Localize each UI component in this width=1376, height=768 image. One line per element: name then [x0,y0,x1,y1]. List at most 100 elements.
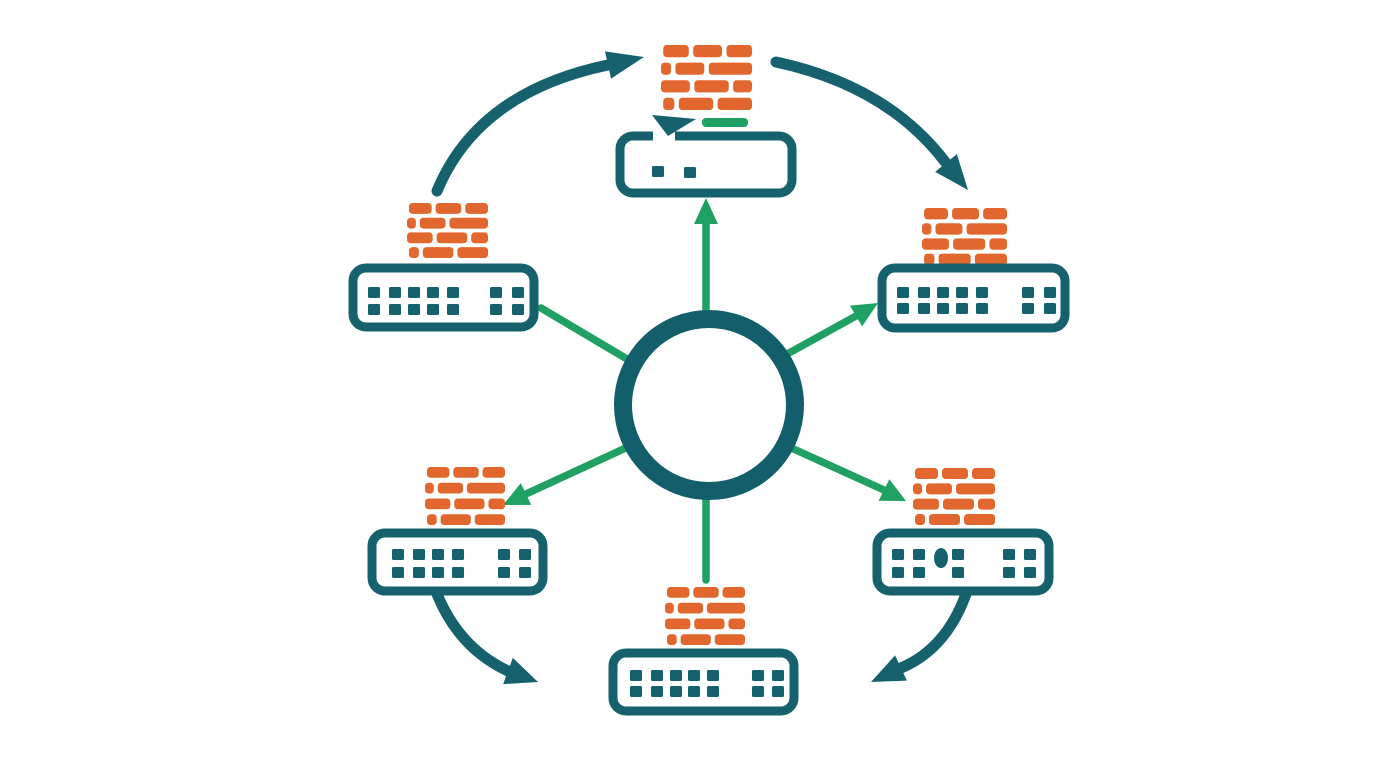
node-lower-right-firewall-router [872,468,1054,596]
port-dot [452,549,464,560]
brick [728,618,745,630]
flow-arrowhead-icon [935,154,968,190]
port-dot [1044,303,1056,314]
brick [964,514,995,525]
brick [924,208,948,220]
router-device [877,263,1070,333]
port-dot [772,686,784,697]
port-dot [952,549,964,560]
brick [408,247,419,258]
port-dot [688,686,700,697]
port-dot [392,567,404,578]
port-dot [389,304,401,315]
port-dot [512,304,524,315]
port-dot [498,567,510,578]
brick [482,467,505,478]
brick [426,467,450,478]
port-dot [752,686,764,697]
brick [661,62,671,75]
brick [915,468,938,479]
brick [693,587,719,598]
port-dot [688,670,700,681]
port-dot [452,567,464,578]
brick [440,514,471,525]
brick [922,238,949,250]
spoke-arrowhead-icon [878,479,906,501]
port-dot [389,287,401,298]
brick [426,514,437,525]
brick [666,587,690,598]
port-dot [892,549,904,560]
flow-arrowhead-icon [871,655,907,682]
router-device [348,263,539,332]
spoke-center-to-top [694,198,718,313]
brick [678,97,714,110]
port-dot [913,549,925,560]
brick [663,97,675,110]
brick [663,45,689,58]
brick [714,634,745,645]
port-dot [897,287,909,298]
firewall-brick-icon [407,203,488,258]
brick [915,514,925,525]
port-dot [976,287,988,298]
brick [952,208,980,220]
node-top-firewall-router [615,45,797,198]
brick [425,482,434,494]
port-dot [408,304,420,315]
brick [694,80,729,93]
flow-arrowhead-icon [503,657,538,685]
spoke-line [537,304,631,363]
port-dot [952,567,964,578]
port-dot [392,549,404,560]
brick [974,253,1007,265]
spoke-center-to-upper-right [785,303,878,357]
port-dot [892,567,904,578]
port-dot [1003,567,1015,578]
port-dot [427,287,439,298]
flow-arc-line [431,588,514,677]
port-dot [670,686,682,697]
port-dot [432,567,444,578]
port-dot [670,670,682,681]
spoke-line [785,312,860,357]
brick [422,247,454,258]
port-dot [630,686,642,697]
port-dot [413,549,425,560]
brick [407,217,416,229]
node-upper-right-firewall-router [877,208,1070,333]
port-dot [913,567,925,578]
brick [953,238,986,250]
brick [665,618,691,630]
brick [474,514,505,525]
brick [466,482,505,494]
port-dot [413,567,425,578]
brick [408,203,432,214]
spoke-line [522,442,634,498]
port-dot [937,303,949,314]
firewall-brick-icon [913,468,995,525]
spoke-upper-left-to-center [537,304,631,363]
brick [677,602,704,614]
port-dot [684,167,696,178]
brick [666,634,677,645]
port-dot [707,670,719,681]
flow-arc-line [770,56,952,169]
brick [966,223,1007,235]
brick [488,498,505,510]
firewall-brick-icon [661,45,752,110]
drop-indicator-icon [934,548,948,568]
brick [983,208,1007,220]
port-dot [918,303,930,314]
firewall-brick-icon [665,587,745,645]
router-device [872,528,1054,596]
brick [913,498,939,510]
flow-arc-line [431,59,614,197]
port-dot [408,287,420,298]
router-device [608,648,799,716]
arc-lower-right-to-bottom [871,588,972,682]
port-dot [707,686,719,697]
port-dot [498,549,510,560]
port-dot [519,549,531,560]
